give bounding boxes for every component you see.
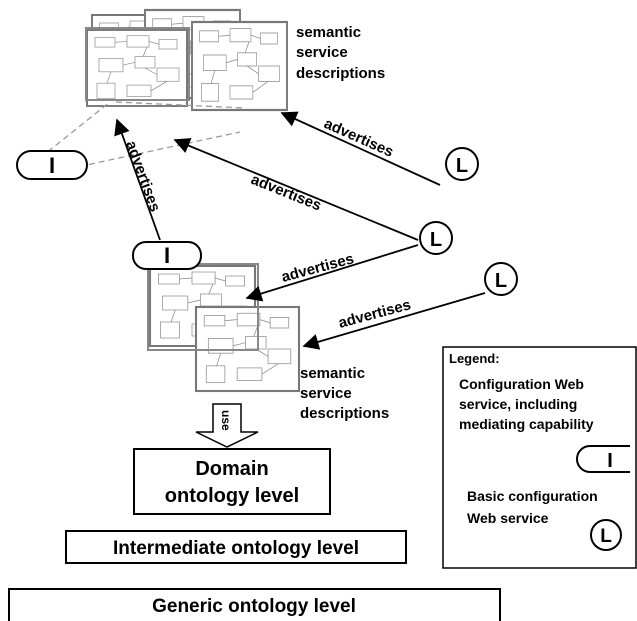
intermediate-ontology-label: Intermediate ontology level — [113, 538, 359, 559]
legend-basic-line2: Web service — [467, 510, 549, 526]
arrow-l1-to-top — [280, 111, 441, 186]
top-cluster-label-line1: semantic — [296, 24, 361, 41]
generic-ontology-label: Generic ontology level — [152, 596, 356, 617]
arrow-l2-to-mid — [245, 244, 419, 302]
legend-config-line2: service, including — [459, 396, 577, 412]
i-node-label: I — [49, 153, 55, 178]
l-node-label-1: L — [456, 155, 468, 177]
top-cluster-label-line2: service — [296, 44, 348, 61]
legend-config-node: I — [576, 445, 637, 473]
mid-cluster-label-line2: service — [300, 385, 352, 402]
top-cluster-label-line3: descriptions — [296, 65, 385, 82]
mid-cluster-label-line3: descriptions — [300, 405, 389, 422]
arrow-label-3: advertises — [280, 250, 356, 286]
arrow-label-4: advertises — [337, 296, 413, 332]
arrow-label-1: advertises — [321, 115, 396, 161]
arrow-l3-to-mid — [302, 292, 486, 350]
mid-service-descriptions-stack — [148, 264, 301, 393]
arrow-i-to-top — [114, 118, 161, 241]
mid-cluster-label-line1: semantic — [300, 365, 365, 382]
arrow-label-2: advertises — [249, 171, 324, 215]
configuration-service-node-left: I — [16, 150, 88, 180]
domain-ontology-line1: Domain — [195, 458, 268, 480]
basic-service-node-3: L — [484, 262, 518, 296]
intermediate-ontology-box — [65, 530, 407, 564]
configuration-service-node-mid: I — [132, 241, 202, 270]
basic-service-node-2: L — [419, 221, 453, 255]
legend-basic-node: L — [590, 519, 622, 551]
advertise-arrows — [114, 111, 486, 350]
l-node-label-2: L — [430, 229, 442, 251]
domain-ontology-box — [133, 448, 331, 515]
legend-config-line1: Configuration Web — [459, 376, 584, 392]
generic-ontology-box — [8, 588, 501, 621]
use-label: use — [219, 410, 233, 431]
legend-l-label: L — [600, 526, 612, 547]
arrow-l2-to-top — [173, 138, 419, 241]
top-service-descriptions-stack — [85, 8, 289, 112]
use-arrow: use — [195, 403, 259, 448]
legend-i-label: I — [607, 450, 613, 472]
legend-config-line3: mediating capability — [459, 416, 594, 432]
l-node-label-3: L — [495, 270, 507, 292]
legend-basic-line1: Basic configuration — [467, 488, 598, 504]
basic-service-node-1: L — [445, 147, 479, 181]
legend-title: Legend: — [449, 351, 500, 366]
i-node-label-mid: I — [164, 243, 170, 268]
domain-ontology-line2: ontology level — [165, 485, 299, 507]
